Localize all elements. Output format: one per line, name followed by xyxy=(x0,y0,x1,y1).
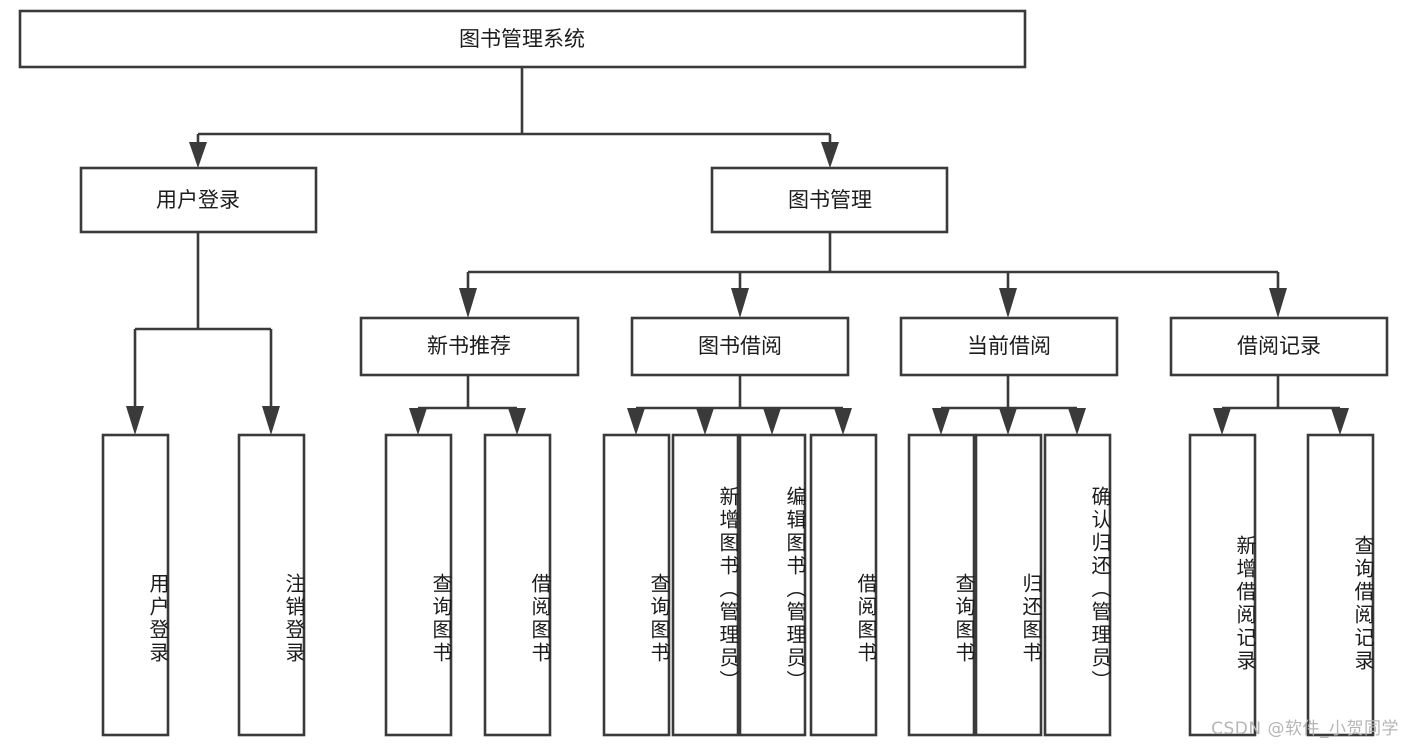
arrowhead-leaf-borrow-book-1 xyxy=(508,408,526,435)
node-book-borrow-box[interactable] xyxy=(630,316,850,377)
arrowhead-leaf-user-login xyxy=(126,406,144,435)
arrowhead-leaf-borrow-book-2 xyxy=(834,408,852,435)
arrowhead-leaf-add-record xyxy=(1213,408,1231,435)
arrowhead-borrow-record xyxy=(1269,288,1287,318)
arrowhead-current-borrow xyxy=(999,288,1017,318)
connector-group-new-book-recommend xyxy=(409,375,526,435)
node-book-manage[interactable]: 图书管理 xyxy=(710,166,949,234)
arrowhead-leaf-logout-login xyxy=(262,406,280,435)
connector-group-book-borrow xyxy=(627,375,852,435)
leaf-query-book-2-box[interactable] xyxy=(602,433,671,737)
leaf-box-group xyxy=(101,433,1375,737)
leaf-query-record-box[interactable] xyxy=(1306,433,1375,737)
leaf-add-record-box[interactable] xyxy=(1188,433,1257,737)
leaf-return-book-box[interactable] xyxy=(974,433,1043,737)
arrowhead-leaf-add-book xyxy=(696,408,714,435)
node-borrow-record-label: 借阅记录 xyxy=(1237,334,1321,358)
node-user-login[interactable]: 用户登录 xyxy=(79,166,318,234)
arrowhead-book-borrow xyxy=(731,288,749,318)
arrowhead-leaf-return-book xyxy=(999,408,1017,435)
arrowhead-user-login xyxy=(189,142,207,168)
node-current-borrow[interactable]: 当前借阅 xyxy=(899,316,1119,377)
leaf-borrow-book-1-box[interactable] xyxy=(483,433,552,737)
connector-group-book-manage xyxy=(459,232,1287,318)
node-borrow-record-box[interactable] xyxy=(1169,316,1389,377)
arrowhead-leaf-query-book-1 xyxy=(409,408,427,435)
node-current-borrow-box[interactable] xyxy=(899,316,1119,377)
node-book-borrow[interactable]: 图书借阅 xyxy=(630,316,850,377)
arrowhead-leaf-query-book-3 xyxy=(932,408,950,435)
node-book-borrow-label: 图书借阅 xyxy=(698,334,782,358)
leaf-borrow-book-2-box[interactable] xyxy=(809,433,878,737)
node-user-login-box[interactable] xyxy=(79,166,318,234)
arrowhead-book-manage xyxy=(821,142,839,168)
node-current-borrow-label: 当前借阅 xyxy=(967,334,1051,358)
watermark-text: CSDN @软件_小贺同学 xyxy=(1211,719,1399,739)
leaf-confirm-return-box[interactable] xyxy=(1043,433,1112,737)
leaf-query-book-3-box[interactable] xyxy=(907,433,976,737)
leaf-edit-book-box[interactable] xyxy=(738,433,807,737)
node-borrow-record[interactable]: 借阅记录 xyxy=(1169,316,1389,377)
arrowhead-leaf-query-record xyxy=(1331,408,1349,435)
node-new-book-recommend-box[interactable] xyxy=(359,316,580,377)
arrowhead-leaf-query-book-2 xyxy=(627,408,645,435)
connector-group-user-login xyxy=(126,232,280,435)
leaf-query-book-1-box[interactable] xyxy=(384,433,453,737)
node-root-label: 图书管理系统 xyxy=(459,27,585,51)
arrowhead-leaf-edit-book xyxy=(763,408,781,435)
connector-group-current-borrow xyxy=(932,375,1086,435)
node-book-manage-label: 图书管理 xyxy=(788,188,872,212)
node-user-login-label: 用户登录 xyxy=(156,188,240,212)
node-root[interactable]: 图书管理系统 xyxy=(18,9,1027,69)
node-root-box[interactable] xyxy=(18,9,1027,69)
connector-group-borrow-record xyxy=(1213,375,1349,435)
node-new-book-recommend-label: 新书推荐 xyxy=(427,334,511,358)
leaf-logout-login-box[interactable] xyxy=(237,433,306,737)
leaf-user-login-box[interactable] xyxy=(101,433,170,737)
node-book-manage-box[interactable] xyxy=(710,166,949,234)
arrowhead-new-book-recommend xyxy=(459,288,477,318)
arrowhead-leaf-confirm-return xyxy=(1068,408,1086,435)
connector-group-root xyxy=(189,67,839,168)
leaf-add-book-box[interactable] xyxy=(671,433,740,737)
node-new-book-recommend[interactable]: 新书推荐 xyxy=(359,316,580,377)
